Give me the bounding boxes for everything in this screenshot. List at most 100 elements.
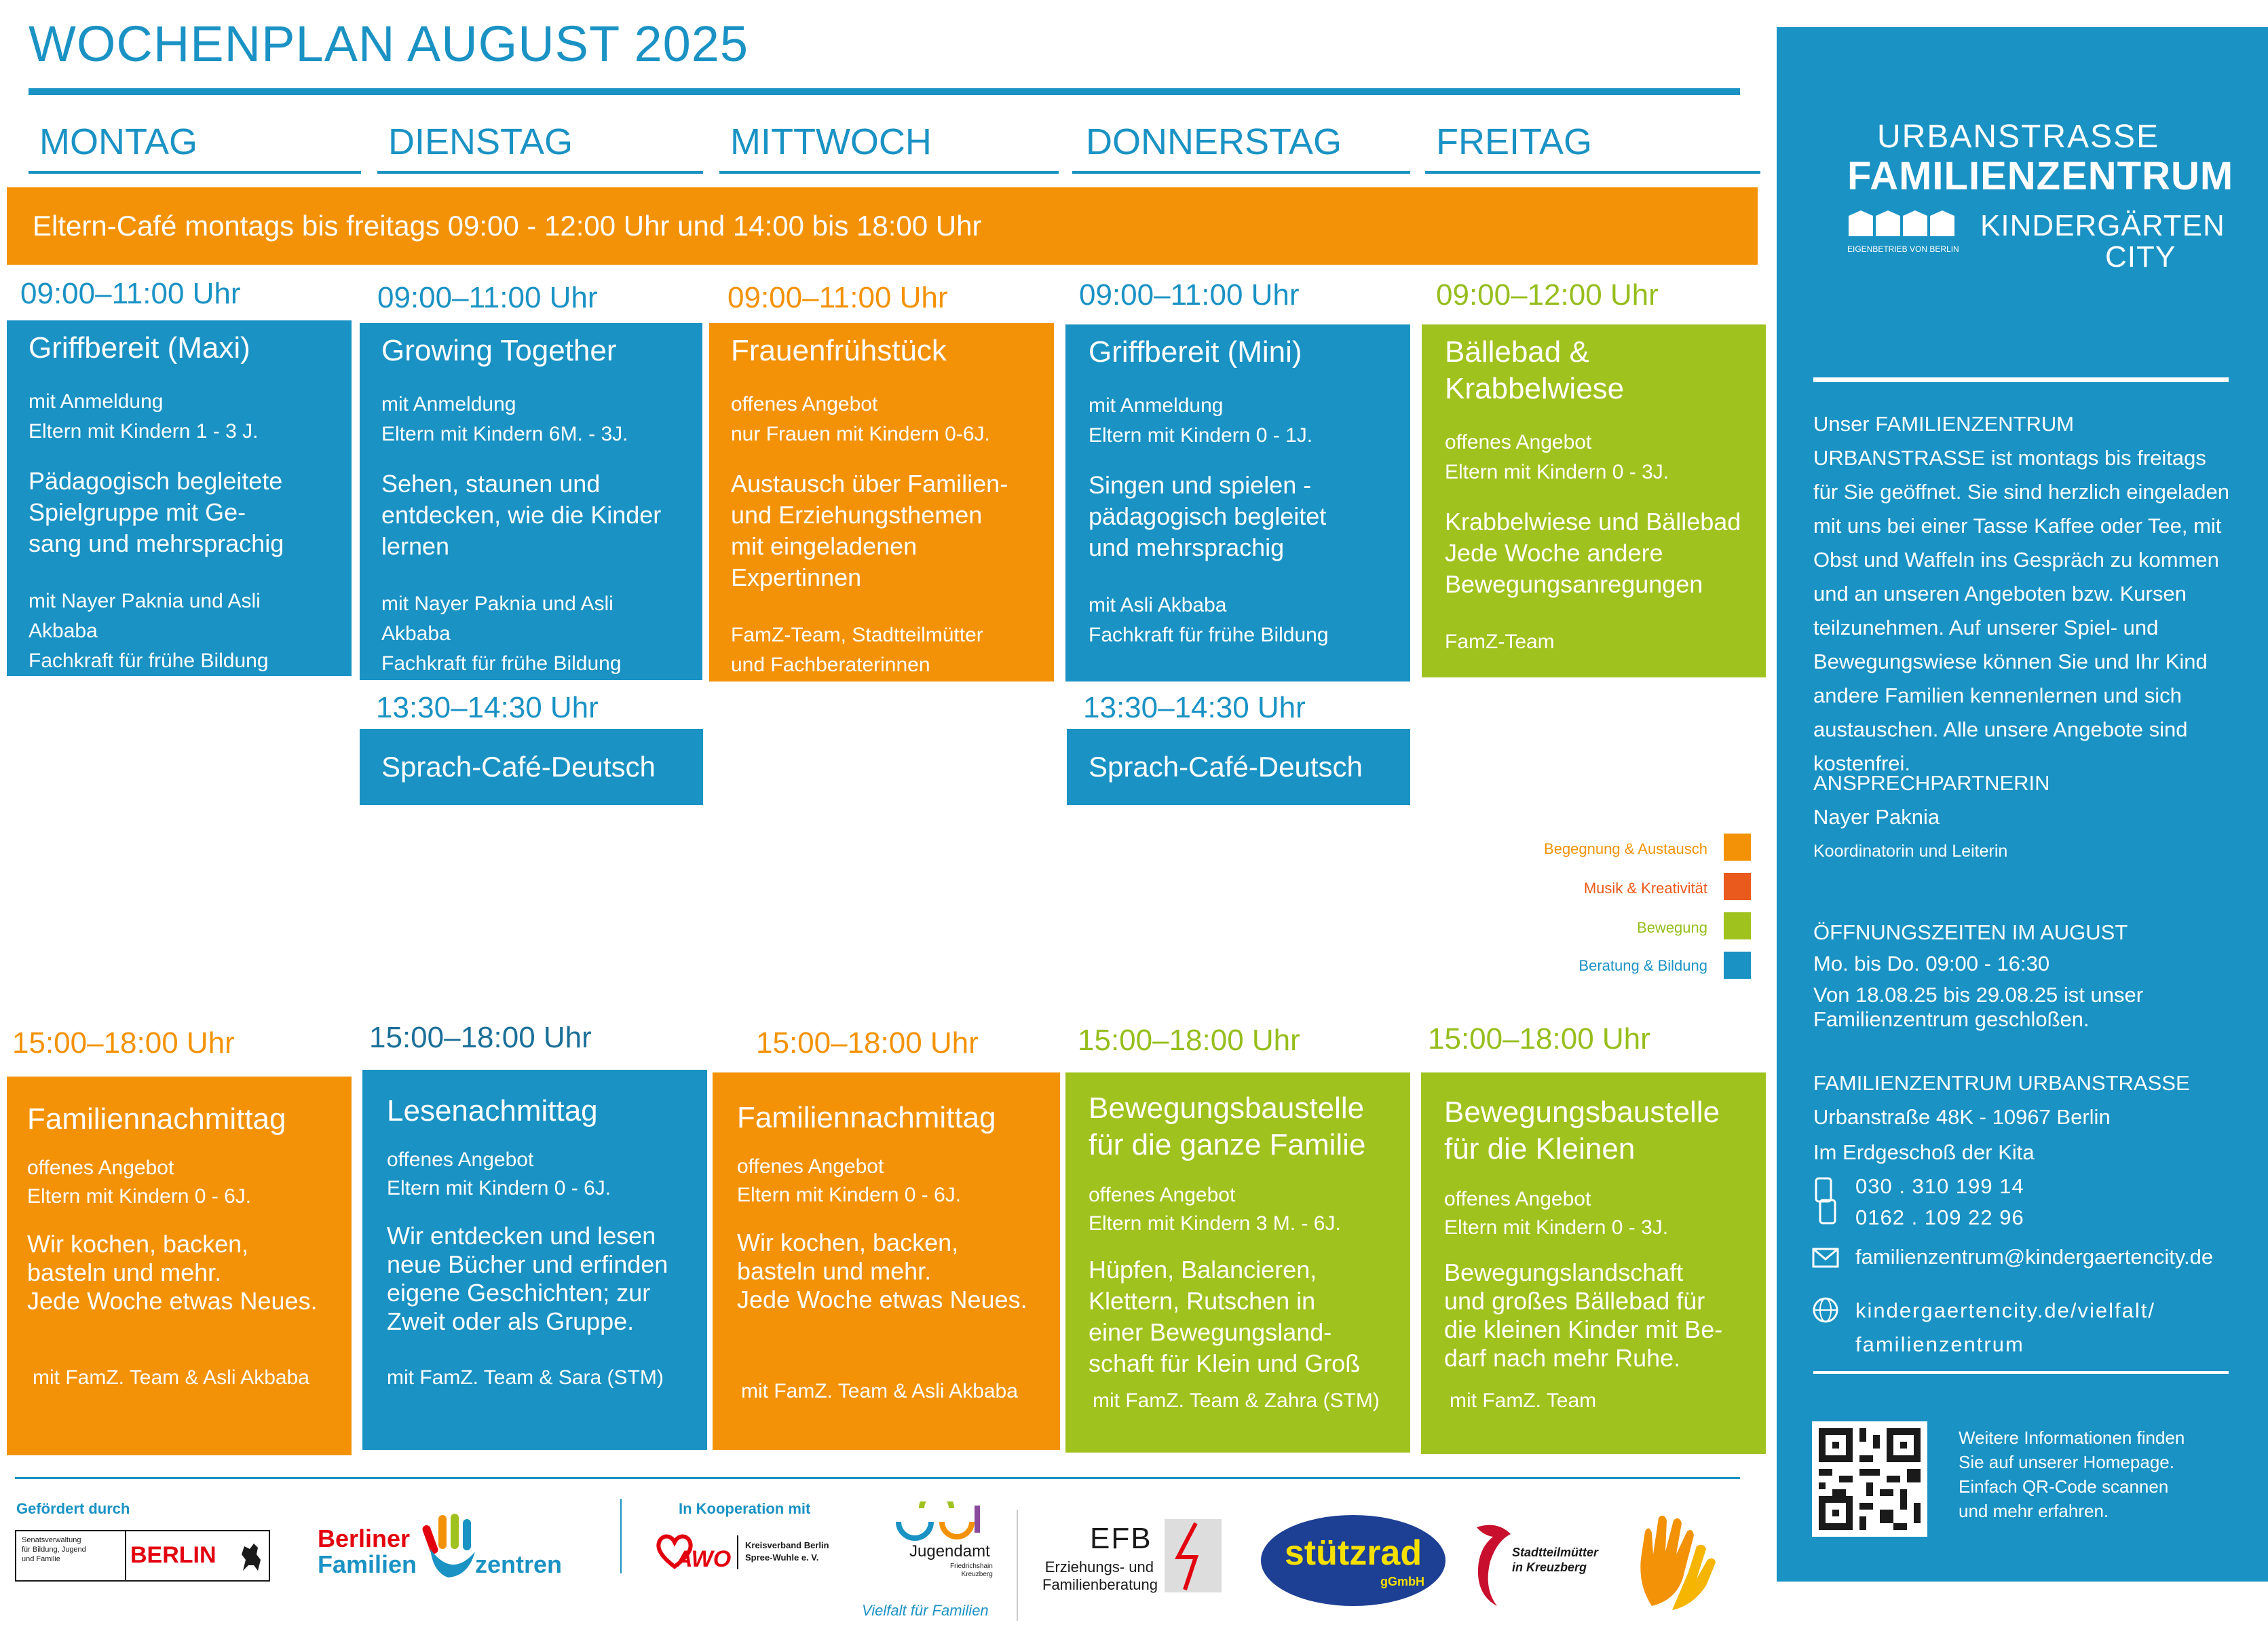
- event-card-bewegungsbaustelle-familie: Bewegungsbaustelle für die ganze Familie…: [1065, 1072, 1410, 1453]
- hours-line1: Mo. bis Do. 09:00 - 16:30: [1813, 952, 2050, 975]
- event-title: Bewegungsbaustelle für die Kleinen: [1444, 1096, 1720, 1165]
- event-description: Krabbelwiese und Bällebad Jede Woche and…: [1445, 508, 1741, 598]
- day-underline: [377, 171, 703, 174]
- awo-subtitle: Kreisverband Berlin Spree-Wuhle e. V.: [745, 1540, 829, 1563]
- berlin-bear-icon: [242, 1544, 261, 1571]
- time-label: 13:30–14:30 Uhr: [376, 691, 599, 724]
- time-label: 15:00–18:00 Uhr: [12, 1026, 235, 1060]
- legend-label: Bewegung: [1637, 919, 1707, 936]
- day-header-tuesday: DIENSTAG: [388, 122, 573, 162]
- event-staff: mit FamZ. Team: [1450, 1389, 1597, 1412]
- event-card-bewegungsbaustelle-kleine: Bewegungsbaustelle für die Kleinen offen…: [1421, 1072, 1766, 1454]
- website-link[interactable]: kindergaertencity.de/vielfalt/ familienz…: [1855, 1299, 2155, 1356]
- event-card-familiennachmittag-mo: Familiennachmittag offenes Angebot Elter…: [7, 1077, 352, 1455]
- globe-icon: [1813, 1297, 1838, 1323]
- time-label: 15:00–18:00 Uhr: [1078, 1024, 1300, 1057]
- logo-line-familienzentrum: FAMILIENZENTRUM: [1847, 154, 2234, 198]
- berlin-wordmark: BERLIN: [130, 1542, 216, 1568]
- bfz-line2: Familien: [318, 1550, 417, 1578]
- phone-number-1[interactable]: 030 . 310 199 14: [1855, 1174, 2024, 1198]
- event-card-growing-together: Growing Together mit Anmeldung Eltern mi…: [360, 323, 702, 680]
- event-title: Frauenfrühstück: [731, 334, 947, 367]
- sidebar-divider: [1813, 1371, 2229, 1374]
- event-title: Lesenachmittag: [387, 1094, 598, 1127]
- logo-small-text: EIGENBETRIEB VON BERLIN: [1847, 244, 1959, 254]
- efb-wordmark: EFB: [1090, 1522, 1152, 1555]
- eltern-cafe-banner: Eltern-Café montags bis freitags 09:00 -…: [7, 187, 1758, 265]
- event-staff: mit FamZ. Team & Asli Akbaba: [33, 1366, 309, 1389]
- efb-subtitle: Erziehungs- und Familienberatung: [1042, 1558, 1158, 1593]
- jugendamt-logo-icon: [896, 1501, 980, 1541]
- event-card-baellebad: Bällebad & Krabbelwiese offenes Angebot …: [1422, 324, 1766, 677]
- info-sidebar: URBANSTRASSE FAMILIENZENTRUM KINDERGÄRTE…: [1777, 27, 2268, 1582]
- legend-swatch-green: [1724, 912, 1751, 939]
- legend-label: Musik & Kreativität: [1583, 880, 1707, 897]
- bfz-line1: Berliner: [318, 1525, 411, 1552]
- logo-line-urbanstrasse: URBANSTRASSE: [1877, 119, 2160, 155]
- event-title: Griffbereit (Maxi): [29, 331, 250, 365]
- event-title: Bällebad & Krabbelwiese: [1445, 335, 1625, 405]
- email-icon: [1812, 1248, 1839, 1268]
- event-card-sprach-cafe: Sprach-Café-Deutsch: [1067, 729, 1410, 805]
- legend-label: Begegnung & Austausch: [1544, 840, 1707, 857]
- event-card-frauenfruehstueck: Frauenfrühstück offenes Angebot nur Frau…: [709, 323, 1054, 681]
- contact-name: Nayer Paknia: [1813, 805, 1940, 829]
- event-card-sprach-cafe: Sprach-Café-Deutsch: [360, 729, 703, 805]
- time-label: 09:00–11:00 Uhr: [20, 277, 241, 310]
- event-title: Growing Together: [381, 334, 617, 367]
- event-info: offenes Angebot Eltern mit Kindern 0 - 6…: [27, 1157, 252, 1208]
- time-label: 15:00–18:00 Uhr: [369, 1021, 592, 1054]
- event-description: Wir kochen, backen, basteln und mehr. Je…: [737, 1229, 1027, 1313]
- day-underline: [719, 171, 1059, 174]
- senat-logo: Senatsverwaltung für Bildung, Jugend und…: [15, 1530, 270, 1582]
- event-info: offenes Angebot Eltern mit Kindern 0 - 6…: [737, 1155, 962, 1206]
- hours-line2: Von 18.08.25 bis 29.08.25 ist unser Fami…: [1813, 983, 2144, 1031]
- event-staff: mit FamZ. Team & Zahra (STM): [1093, 1389, 1380, 1412]
- event-card-familiennachmittag-mi: Familiennachmittag offenes Angebot Elter…: [713, 1072, 1060, 1450]
- event-title: Familiennachmittag: [737, 1101, 996, 1134]
- senat-text: Senatsverwaltung für Bildung, Jugend und…: [22, 1536, 86, 1563]
- awo-wordmark: AWO: [676, 1546, 732, 1572]
- event-description: Bewegungslandschaft und großes Bällebad …: [1444, 1258, 1723, 1372]
- event-title: Bewegungsbaustelle für die ganze Familie: [1089, 1091, 1366, 1161]
- time-label: 15:00–18:00 Uhr: [1428, 1022, 1650, 1056]
- event-description: Singen und spielen - pädagogisch begleit…: [1089, 471, 1327, 561]
- footer-divider: [15, 1477, 1740, 1479]
- event-description: Wir kochen, backen, basteln und mehr. Je…: [27, 1230, 318, 1315]
- event-description: Hüpfen, Balancieren, Klettern, Rutschen …: [1089, 1256, 1361, 1377]
- efb-logo-icon: [1165, 1519, 1222, 1592]
- sidebar-intro: Unser FAMILIENZENTRUM URBANSTRASSE ist m…: [1813, 412, 2229, 775]
- sidebar-divider: [1813, 377, 2229, 382]
- day-underline: [1072, 171, 1410, 174]
- stadtteilmuetter-text: Stadtteilmütter in Kreuzberg: [1512, 1546, 1599, 1574]
- day-header-monday: MONTAG: [39, 122, 197, 162]
- phone-number-2[interactable]: 0162 . 109 22 96: [1855, 1206, 2024, 1229]
- event-card-griffbereit-mini: Griffbereit (Mini) mit Anmeldung Eltern …: [1065, 324, 1410, 681]
- logo-line-kindergaerten: KINDERGÄRTEN: [1980, 209, 2225, 242]
- contact-role: Koordinatorin und Leiterin: [1813, 842, 2008, 861]
- jugendamt-subtitle: Friedrichshain Kreuzberg: [950, 1563, 993, 1578]
- bfz-line3: zentren: [475, 1550, 563, 1578]
- day-underline: [1425, 171, 1760, 174]
- footer-vertical-divider: [620, 1499, 622, 1573]
- jugendamt-wordmark: Jugendamt: [909, 1542, 990, 1561]
- day-header-thursday: DONNERSTAG: [1086, 122, 1342, 162]
- time-label: 09:00–11:00 Uhr: [727, 281, 948, 314]
- event-title: Griffbereit (Mini): [1089, 335, 1302, 369]
- event-staff: mit FamZ. Team & Asli Akbaba: [741, 1380, 1018, 1402]
- day-header-wednesday: MITTWOCH: [730, 122, 932, 162]
- event-staff: mit Nayer Paknia und Asli Akbaba Fachkra…: [29, 590, 269, 672]
- event-info: mit Anmeldung Eltern mit Kindern 1 - 3 J…: [29, 390, 259, 443]
- qr-code-icon[interactable]: [1812, 1421, 1927, 1537]
- awo-heart-icon: [656, 1534, 693, 1569]
- hours-heading: ÖFFNUNGSZEITEN IM AUGUST: [1813, 920, 2128, 944]
- address-line1: Urbanstraße 48K - 10967 Berlin: [1813, 1105, 2111, 1129]
- legend-swatch-red: [1724, 873, 1751, 900]
- event-info: offenes Angebot Eltern mit Kindern 0 - 3…: [1444, 1188, 1669, 1239]
- time-label: 13:30–14:30 Uhr: [1083, 691, 1306, 724]
- event-info: offenes Angebot Eltern mit Kindern 0 - 3…: [1445, 431, 1669, 483]
- title-divider: [29, 88, 1740, 95]
- logo-divider: [737, 1535, 738, 1569]
- email-link[interactable]: familienzentrum@kindergaertencity.de: [1855, 1245, 2214, 1269]
- event-title: Familiennachmittag: [27, 1102, 286, 1136]
